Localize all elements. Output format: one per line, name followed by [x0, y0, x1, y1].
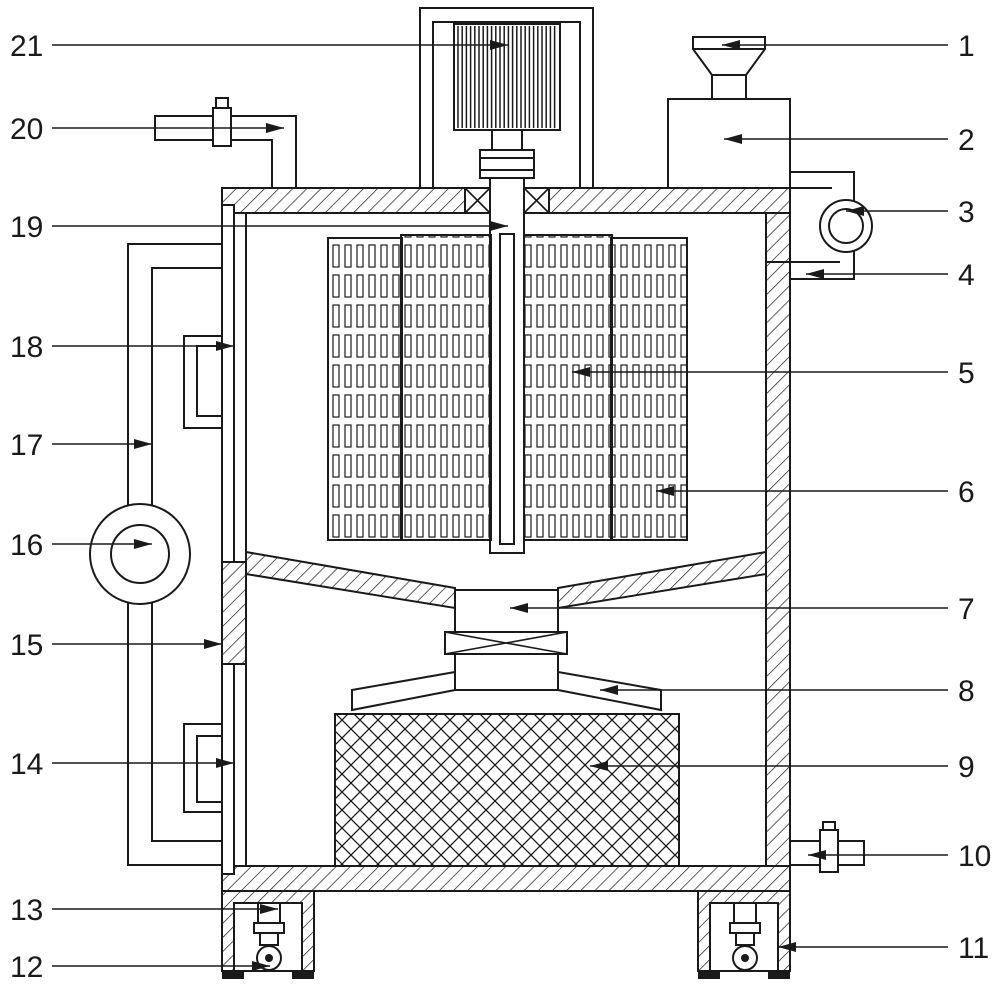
leader-arrow-14 [216, 758, 234, 768]
label-1: 1 [958, 30, 975, 63]
funnel-plate [245, 550, 767, 691]
label-15: 15 [10, 629, 43, 662]
leader-arrow-20 [266, 123, 284, 133]
leader-arrow-5 [572, 367, 590, 377]
leader-arrow-16 [134, 539, 152, 549]
label-5: 5 [958, 357, 975, 390]
inlet-pipe-valve [154, 97, 297, 188]
label-21: 21 [10, 30, 43, 63]
label-2: 2 [958, 124, 975, 157]
circulation-pump [89, 503, 191, 605]
label-3: 3 [958, 196, 975, 229]
label-9: 9 [958, 751, 975, 784]
support-leg-right [697, 890, 791, 979]
label-8: 8 [958, 675, 975, 708]
leader-arrow-8 [600, 685, 618, 695]
feed-box [667, 98, 791, 189]
leader-arrow-4 [806, 269, 824, 279]
leader-arrow-13 [260, 904, 278, 914]
leader-arrow-9 [590, 761, 608, 771]
leader-arrow-6 [656, 486, 674, 496]
label-19: 19 [10, 211, 43, 244]
leader-arrow-21 [490, 40, 508, 50]
outlet-valve [790, 821, 865, 873]
label-6: 6 [958, 476, 975, 509]
label-4: 4 [958, 259, 975, 292]
label-7: 7 [958, 593, 975, 626]
tank-body [221, 187, 791, 892]
label-12: 12 [10, 951, 43, 984]
filter-block [334, 713, 680, 867]
label-17: 17 [10, 429, 43, 462]
label-16: 16 [10, 529, 43, 562]
leader-arrow-11 [778, 942, 796, 952]
leader-arrow-1 [722, 40, 740, 50]
label-13: 13 [10, 894, 43, 927]
label-18: 18 [10, 331, 43, 364]
label-11: 11 [958, 932, 989, 965]
label-10: 10 [958, 840, 991, 873]
label-14: 14 [10, 748, 43, 781]
motor-assembly [419, 7, 594, 554]
label-20: 20 [10, 113, 43, 146]
leader-arrow-10 [808, 850, 826, 860]
leader-arrow-17 [134, 439, 152, 449]
support-leg-left [221, 890, 315, 979]
callout-labels: 21 20 19 18 17 16 15 14 13 12 1 2 3 4 5 … [10, 30, 991, 984]
leader-arrow-2 [724, 134, 742, 144]
leader-arrow-18 [216, 341, 234, 351]
mixing-paddles [327, 234, 688, 541]
leader-arrow-3 [846, 206, 864, 216]
leader-arrow-7 [510, 603, 528, 613]
leader-arrow-12 [252, 961, 270, 971]
leader-arrow-15 [204, 639, 222, 649]
observation-window-lower [183, 663, 235, 875]
observation-window-upper [183, 204, 235, 563]
leader-arrow-19 [490, 221, 508, 231]
leader-lines [52, 40, 948, 971]
